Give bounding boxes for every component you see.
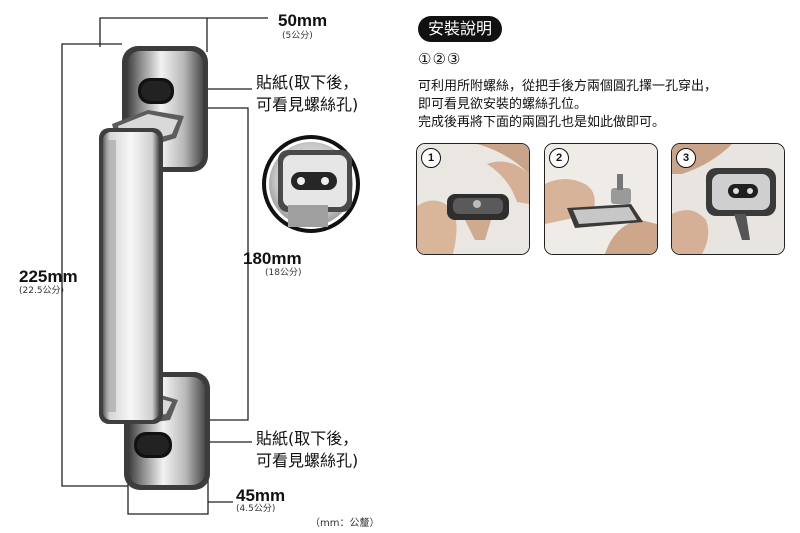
dim-total-height-sub: (22.5公分) — [19, 286, 65, 296]
instructions-title: 安裝說明 — [418, 16, 503, 42]
dim-bottom-width: 45mm — [236, 486, 286, 505]
step-badge-3: 3 — [676, 148, 696, 168]
sticker-label-bottom-line2: 可看見螺絲孔) — [256, 451, 359, 470]
steps-marker: ①②③ — [418, 50, 462, 68]
dim-hole-spacing-sub: (18公分) — [265, 268, 302, 278]
instruction-line-3: 完成後再將下面的兩圓孔也是如此做即可。 — [418, 115, 666, 130]
sticker-label-top-line1: 貼紙(取下後， — [256, 73, 359, 92]
handle-diagram — [61, 17, 360, 515]
step-badge-1: 1 — [421, 148, 441, 168]
handle-grip-bar — [99, 128, 163, 424]
sticker-label-bottom-line1: 貼紙(取下後， — [256, 429, 359, 448]
step-photo-3: 3 — [671, 143, 785, 255]
magnified-back-view — [262, 135, 360, 233]
dimension-lines — [61, 17, 268, 515]
dim-total-height: 225mm — [19, 267, 78, 286]
instruction-line-1: 可利用所附螺絲，從把手後方兩個圓孔擇一孔穿出， — [418, 79, 718, 94]
step-badge-2: 2 — [549, 148, 569, 168]
step-photo-1: 1 — [416, 143, 530, 255]
unit-note: （mm：公釐） — [310, 518, 380, 529]
sticker-label-bottom: 貼紙(取下後， 可看見螺絲孔) — [256, 428, 358, 472]
step-photo-2: 2 — [544, 143, 658, 255]
instruction-line-2: 即可看見欲安裝的螺絲孔位。 — [418, 97, 588, 112]
sticker-label-top: 貼紙(取下後， 可看見螺絲孔) — [256, 72, 358, 116]
dim-bottom-width-sub: (4.5公分) — [236, 504, 276, 514]
dim-top-width: 50mm — [278, 11, 328, 30]
dim-hole-spacing: 180mm — [243, 249, 302, 268]
dim-top-width-sub: (5公分) — [282, 31, 313, 41]
sticker-label-top-line2: 可看見螺絲孔) — [256, 95, 359, 114]
